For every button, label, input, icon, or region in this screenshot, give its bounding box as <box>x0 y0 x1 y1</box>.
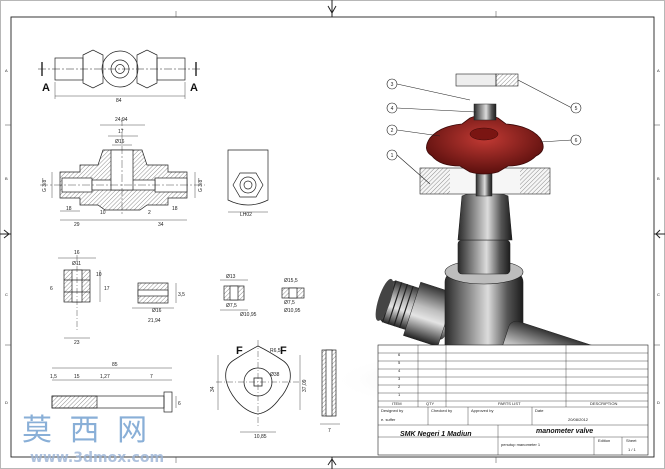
zone-letters: A B C D A B C D <box>5 68 660 405</box>
dim-24-94: 24,94 <box>115 117 128 123</box>
dim-stem-85: 85 <box>112 362 118 368</box>
zone-letter: A <box>657 68 660 73</box>
zone-letter: C <box>657 292 660 297</box>
handwheel-side-view <box>320 349 340 425</box>
dim-wheel-d38: Ø38 <box>270 372 280 378</box>
top-view <box>38 49 200 99</box>
view-label-f-right: F <box>280 345 287 357</box>
section-label-a-right: A <box>190 82 198 94</box>
parts-item-4: 4 <box>398 368 401 373</box>
balloon-1: 1 <box>391 153 394 159</box>
dim-thread-right: G 3/8" <box>198 178 204 192</box>
dim-washer-d7: Ø7,5 <box>284 300 295 306</box>
section-label-a: A <box>42 82 50 94</box>
dim-thread-left: G 3/8" <box>42 178 48 192</box>
balloon-2: 2 <box>391 128 394 134</box>
dim-bushing-h: 3,5 <box>178 292 185 298</box>
bushing-detail <box>132 282 177 309</box>
dim-hex-23: 23 <box>74 340 80 346</box>
drawing-title: manometer valve <box>536 428 593 435</box>
end-view <box>227 149 269 213</box>
zone-letter: D <box>657 400 660 405</box>
zone-letter: C <box>5 292 8 297</box>
dim-wheel-37: 37,09 <box>302 379 308 392</box>
washer-detail <box>281 287 305 299</box>
dim-wheel-10-85: 10,85 <box>254 434 267 440</box>
dim-18: 18 <box>66 206 72 212</box>
zone-letter: D <box>5 400 8 405</box>
dim-18b: 18 <box>172 206 178 212</box>
hex-nut-detail <box>58 255 101 339</box>
dim-hex-17: 17 <box>104 286 110 292</box>
dim-gland-d13: Ø13 <box>226 274 236 280</box>
dim-stem-1-27: 1,27 <box>100 374 110 380</box>
dim-wheel-r: R6,5 <box>270 348 281 354</box>
parts-item-2: 2 <box>398 384 401 389</box>
dim-stem-6: 6 <box>178 401 181 407</box>
designed-by-label: Designed by <box>381 408 403 413</box>
dim-washer-d15: Ø15,5 <box>284 278 298 284</box>
parts-item-6: 6 <box>398 352 401 357</box>
school-name: SMK Negeri 1 Madiun <box>400 431 472 438</box>
dim-34: 34 <box>158 222 164 228</box>
zone-ticks <box>5 11 660 463</box>
section-view <box>40 118 205 221</box>
dim-d16: Ø16 <box>115 139 125 145</box>
stem-detail <box>51 367 177 413</box>
drawing-subtitle: penutup manometer 1 <box>501 442 541 447</box>
designed-by-value: e. suffer <box>381 417 396 422</box>
dim-17: 17 <box>118 129 124 135</box>
dim-bushing-w: 21,94 <box>148 318 161 324</box>
view-label-f: F <box>236 345 243 357</box>
callout-balloons <box>386 78 582 185</box>
approved-by-label: Approved by <box>471 408 493 413</box>
date-label: Date <box>535 408 544 413</box>
handwheel-detail <box>216 340 301 433</box>
dim-gland-d10: Ø10,95 <box>240 312 257 318</box>
balloon-6: 6 <box>575 138 578 144</box>
parts-header-description: DESCRIPTION <box>590 401 617 406</box>
watermark-chars: 莫 西 网 <box>22 413 151 448</box>
dim-top-width: 84 <box>116 98 122 104</box>
dim-stem-7: 7 <box>150 374 153 380</box>
title-block <box>377 344 649 456</box>
dim-2: 2 <box>148 210 151 216</box>
zone-letter: A <box>5 68 8 73</box>
parts-item-5: 5 <box>398 360 401 365</box>
dim-washer-d10: Ø10,95 <box>284 308 301 314</box>
watermark-url: www.3dmox.com <box>30 450 164 466</box>
dim-stem-1-5: 1,5 <box>50 374 57 380</box>
dim-hex-d11: Ø11 <box>72 261 81 267</box>
dim-hex-10: 10 <box>96 272 102 278</box>
checked-by-label: Checked by <box>431 408 452 413</box>
edition-label: Edition <box>598 438 610 443</box>
dim-bushing-d16: Ø16 <box>152 308 162 314</box>
parts-item-3: 3 <box>398 376 401 381</box>
zone-letter: B <box>5 176 8 181</box>
sheet-value: 1 / 1 <box>628 447 637 452</box>
parts-item-1: 1 <box>398 392 401 397</box>
balloon-5: 5 <box>575 106 578 112</box>
dim-hex-16: 16 <box>74 250 80 256</box>
dim-stem-15: 15 <box>74 374 80 380</box>
dim-29: 29 <box>74 222 80 228</box>
parts-header-item: ITEM <box>392 401 402 406</box>
gland-detail <box>220 279 248 311</box>
parts-header-list: PARTS LIST <box>498 401 521 406</box>
dim-side-7: 7 <box>328 428 331 434</box>
dim-hex-6: 6 <box>50 286 53 292</box>
sheet-label: Sheet <box>626 438 637 443</box>
balloon-3: 3 <box>391 82 394 88</box>
end-view-label: LH02 <box>240 212 252 218</box>
dim-10: 10 <box>100 210 106 216</box>
balloon-4: 4 <box>391 106 394 112</box>
parts-header-qty: QTY <box>426 401 435 406</box>
dim-gland-d7: Ø7,5 <box>226 303 237 309</box>
zone-letter: B <box>657 176 660 181</box>
date-value: 20/08/2012 <box>568 417 589 422</box>
dim-wheel-34: 34 <box>210 386 216 392</box>
